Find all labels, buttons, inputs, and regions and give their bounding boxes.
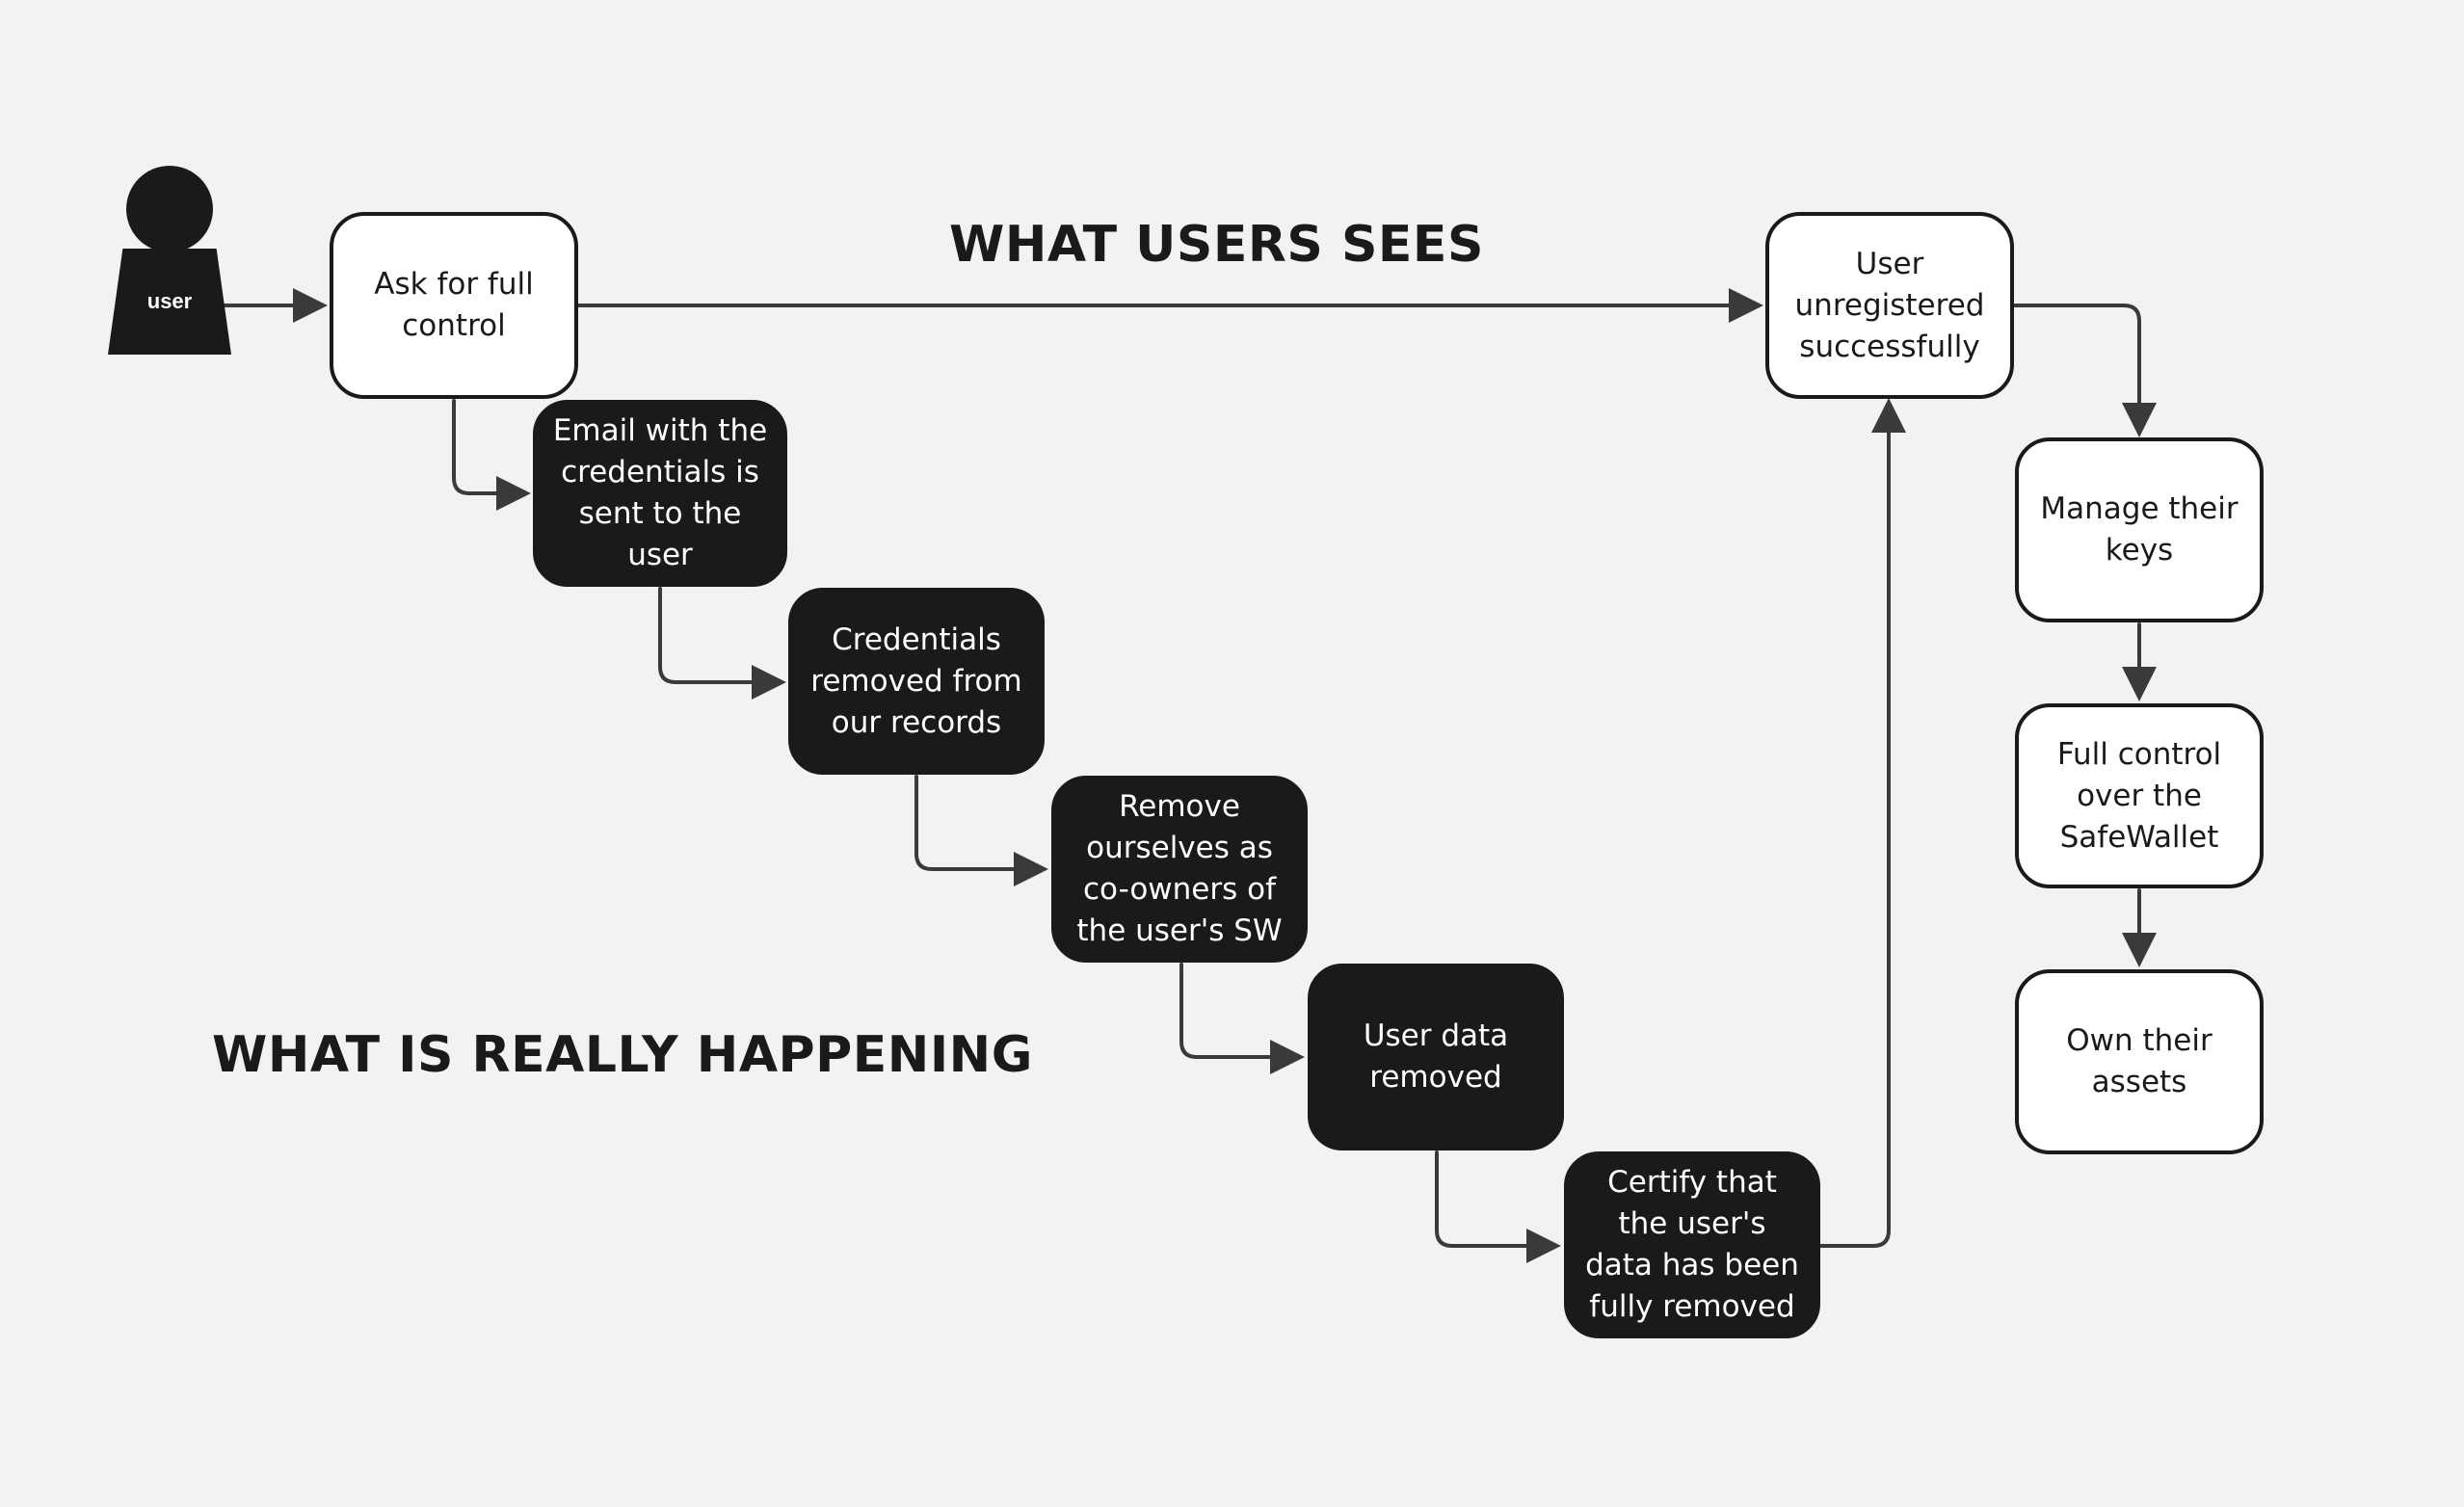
arrowhead <box>2122 933 2157 967</box>
heading-what-users-sees: WHAT USERS SEES <box>949 216 1484 274</box>
arrowhead <box>1871 398 1906 433</box>
node-user-data-removed: User data removed <box>1308 964 1564 1150</box>
node-manage-keys: Manage their keys <box>2015 437 2264 622</box>
arrowhead <box>293 288 328 323</box>
arrowhead <box>1526 1229 1561 1263</box>
node-ask-full-control: Ask for full control <box>330 212 578 399</box>
arrowhead <box>496 476 531 511</box>
node-email-credentials: Email with the credentials is sent to th… <box>533 400 787 587</box>
arrowhead <box>752 665 786 700</box>
node-remove-coowners: Remove ourselves as co-owners of the use… <box>1051 776 1308 963</box>
arrowhead <box>1270 1040 1305 1074</box>
user-actor: user <box>108 166 233 358</box>
person-icon-head <box>126 166 213 252</box>
heading-what-is-really-happening: WHAT IS REALLY HAPPENING <box>212 1026 1033 1084</box>
node-user-unregistered: User unregistered successfully <box>1765 212 2014 399</box>
connector-ask-to-email <box>452 399 498 495</box>
arrowhead <box>1014 852 1048 886</box>
connector-userdata-to-certify <box>1435 1150 1528 1248</box>
connector-credentials-to-remove <box>914 775 1016 871</box>
node-credentials-removed: Credentials removed from our records <box>788 588 1045 775</box>
arrowhead <box>1729 288 1763 323</box>
user-actor-label: user <box>146 289 193 313</box>
connector-email-to-credentials <box>658 587 754 684</box>
arrowhead <box>2122 667 2157 701</box>
node-full-control-safewallet: Full control over the SafeWallet <box>2015 703 2264 888</box>
connector-remove-to-userdata <box>1179 963 1272 1059</box>
connector-unregistered-to-manage <box>2012 304 2141 405</box>
connector-certify-to-unregistered <box>1819 427 1891 1248</box>
person-icon-body <box>108 249 231 355</box>
node-own-assets: Own their assets <box>2015 969 2264 1154</box>
arrowhead <box>2122 403 2157 437</box>
node-certify-removed: Certify that the user's data has been fu… <box>1564 1151 1820 1338</box>
